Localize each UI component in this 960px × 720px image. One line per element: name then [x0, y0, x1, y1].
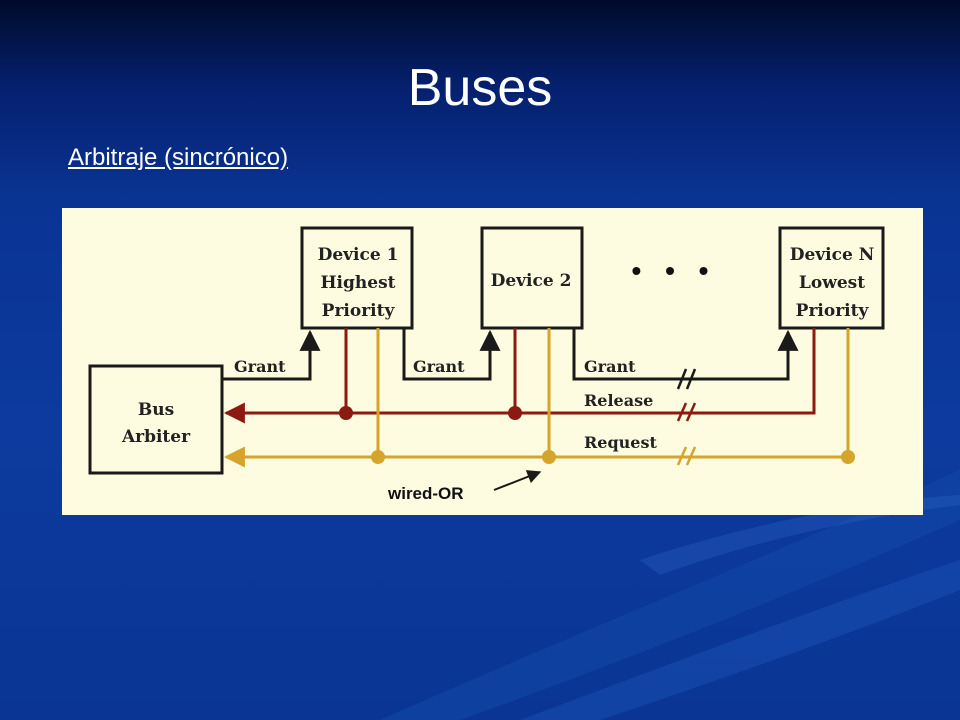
release-label: Release	[584, 391, 653, 410]
device-1-label-3: Priority	[322, 301, 396, 321]
grant-label-2: Grant	[413, 357, 465, 376]
slide-title: Buses	[407, 59, 553, 117]
arbitration-diagram: Bus Arbiter Device 1 Highest Priority De…	[62, 208, 923, 515]
bus-arbiter-label-2: Arbiter	[121, 427, 191, 447]
grant-chain	[222, 328, 799, 381]
device-1-box: Device 1 Highest Priority	[300, 226, 414, 330]
request-junction-1	[371, 450, 385, 464]
device-n-label-3: Priority	[796, 301, 870, 321]
release-junction-2	[508, 406, 522, 420]
request-junction-n	[841, 450, 855, 464]
device-1-label-1: Device 1	[318, 245, 399, 265]
request-line	[223, 328, 850, 468]
device-n-label-1: Device N	[790, 245, 875, 265]
wired-or-label: wired-OR	[387, 484, 464, 503]
device-1-label-2: Highest	[320, 273, 395, 293]
request-junction-2	[542, 450, 556, 464]
release-line	[223, 328, 816, 424]
device-n-box: Device N Lowest Priority	[778, 226, 885, 330]
release-junction-1	[339, 406, 353, 420]
release-break-marks	[676, 402, 697, 422]
grant-label-1: Grant	[234, 357, 286, 376]
wired-or-arrow	[493, 470, 542, 491]
device-2-box: Device 2	[480, 226, 584, 330]
ellipsis: • • •	[632, 255, 717, 286]
bus-arbiter-label-1: Bus	[138, 400, 174, 420]
request-break-marks	[676, 446, 697, 466]
line-break-marks	[676, 368, 697, 390]
device-2-label: Device 2	[491, 271, 572, 291]
device-n-label-2: Lowest	[799, 273, 865, 293]
slide-subtitle: Arbitraje (sincrónico)	[68, 144, 289, 171]
grant-label-3: Grant	[584, 357, 636, 376]
bus-arbiter-box: Bus Arbiter	[88, 364, 224, 475]
request-label: Request	[584, 433, 657, 452]
